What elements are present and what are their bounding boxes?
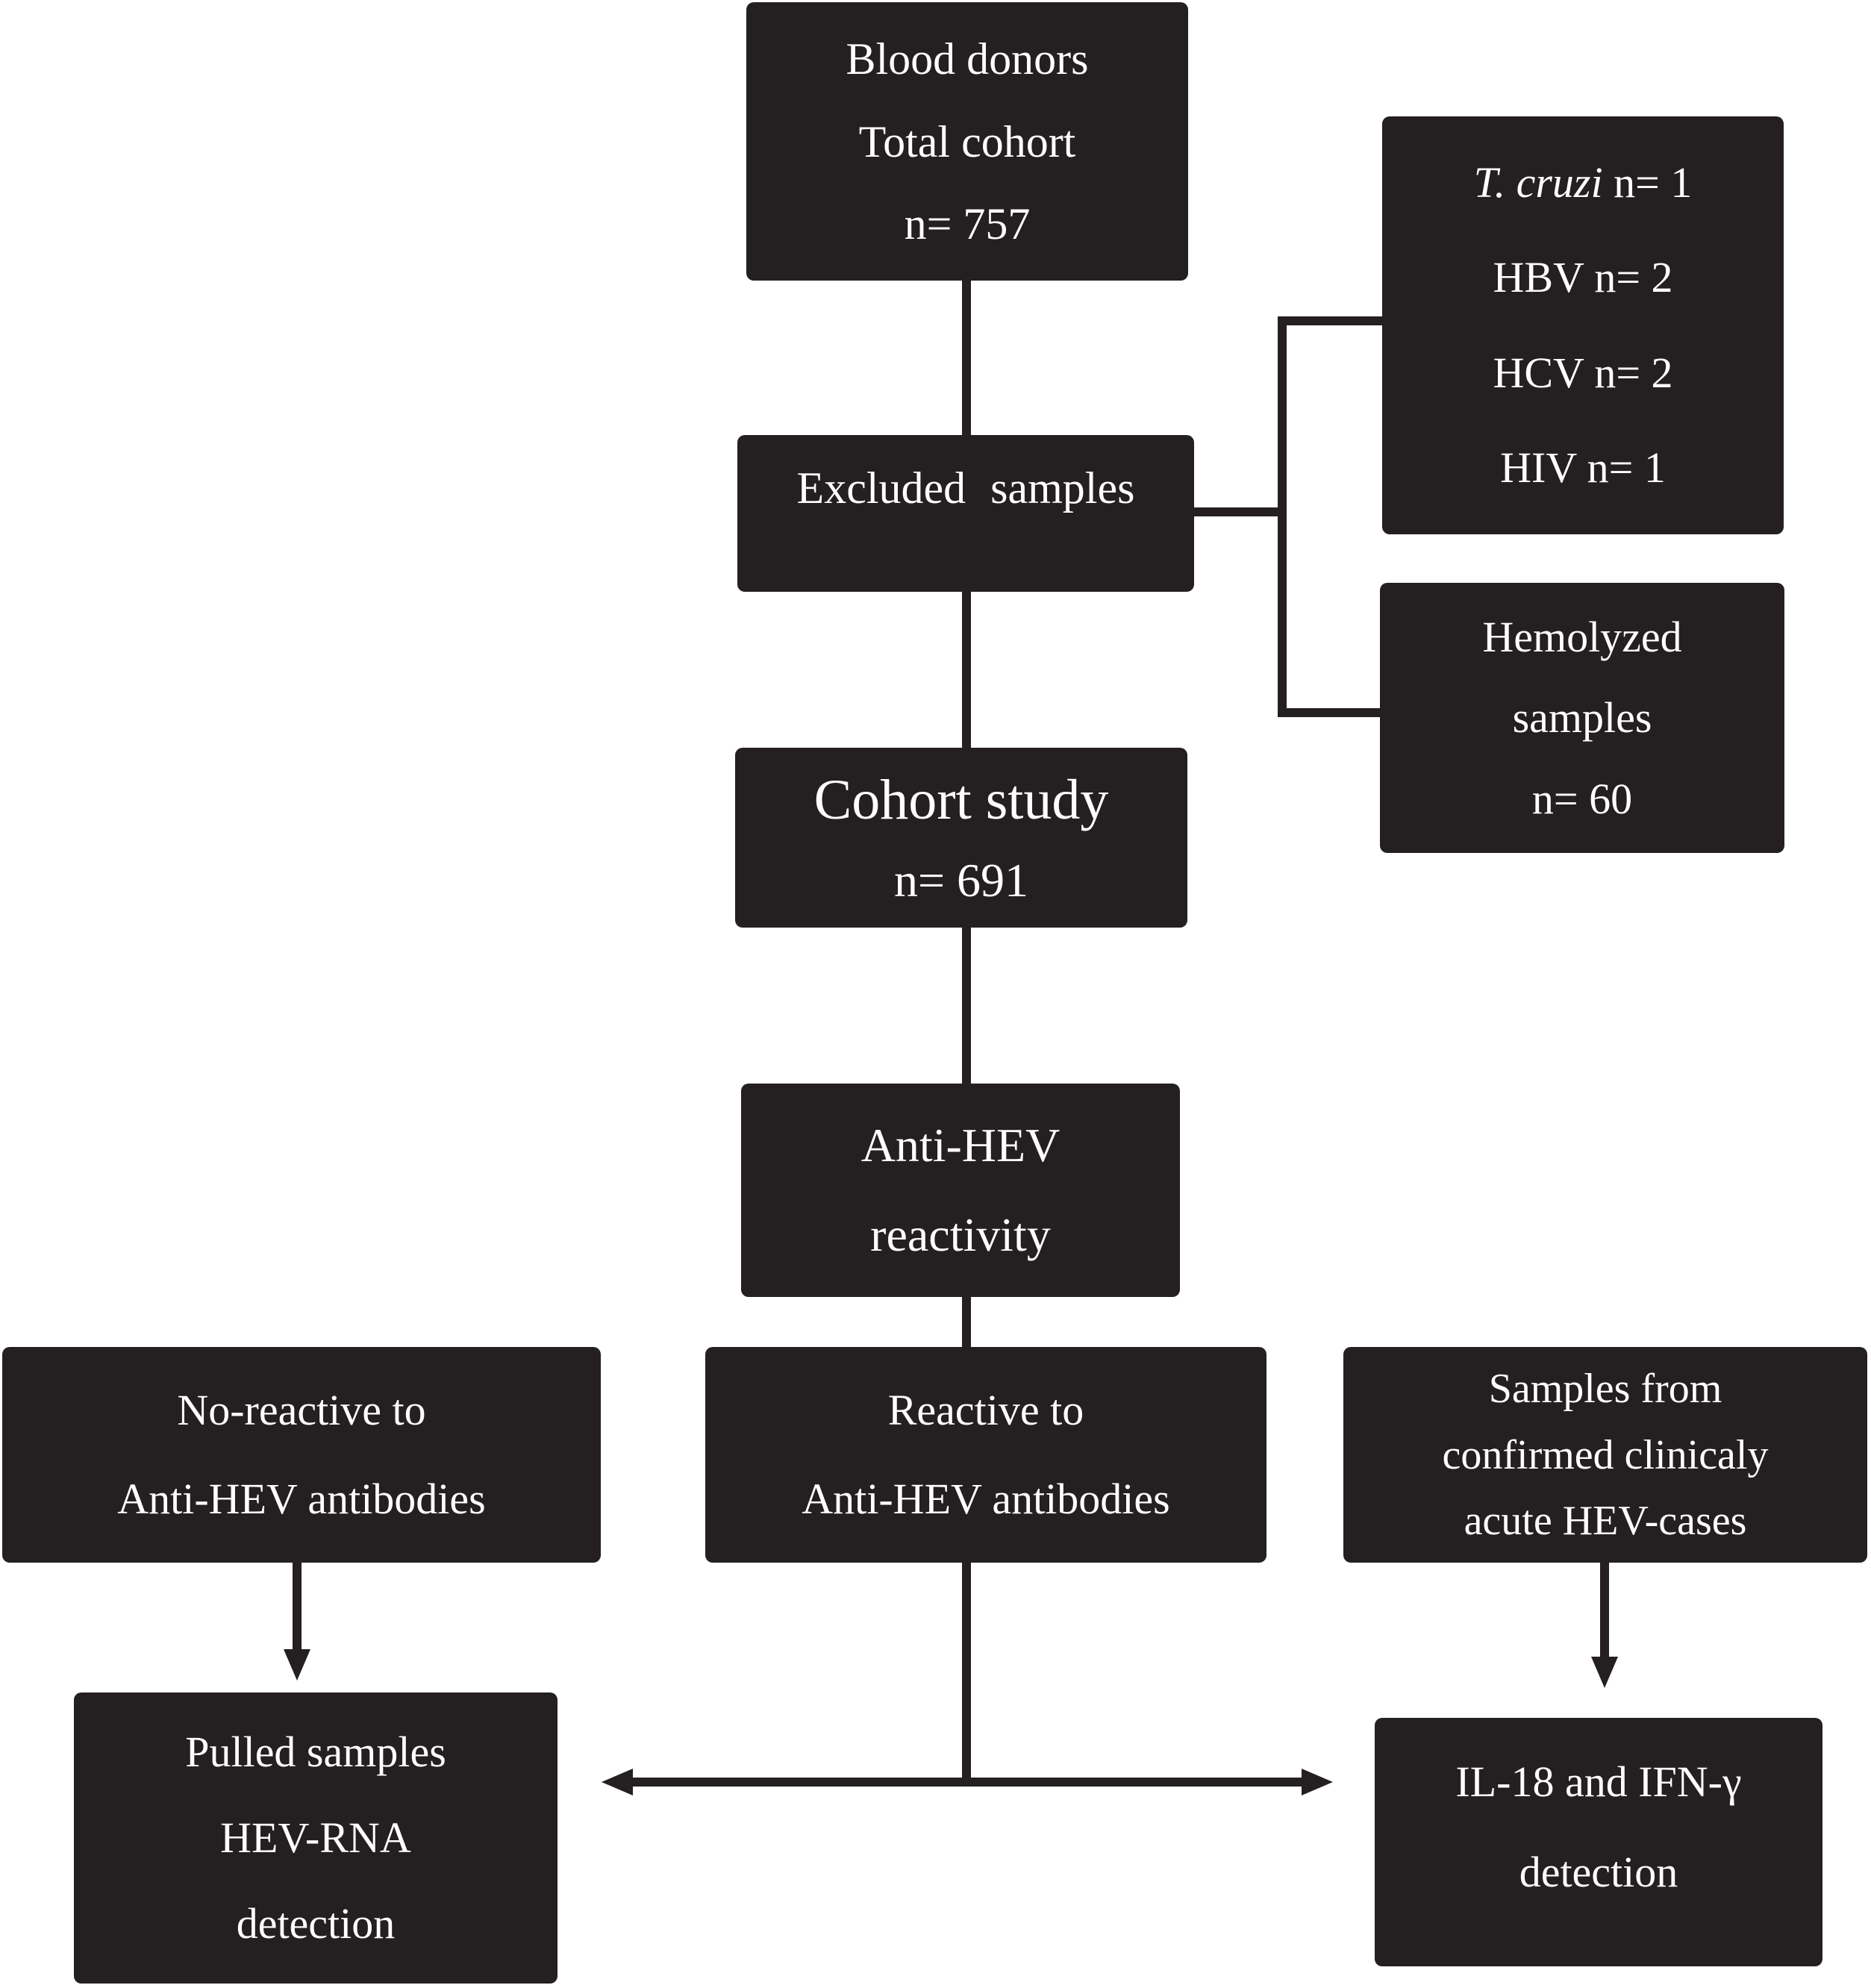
node-count: n= 691 bbox=[893, 853, 1029, 907]
connector-excluded-to-branch bbox=[1193, 507, 1287, 516]
node-line: Anti-HEV antibodies bbox=[117, 1475, 486, 1523]
node-line: HIV n= 1 bbox=[1500, 443, 1666, 493]
connector-reactive-to-crossbar bbox=[962, 1561, 971, 1785]
node-line: Anti-HEV bbox=[860, 1119, 1061, 1172]
node-line: IL-18 and IFN-γ bbox=[1455, 1757, 1742, 1806]
node-cohort-study: Cohort study n= 691 bbox=[735, 748, 1187, 928]
node-line: confirmed clinicaly bbox=[1442, 1431, 1769, 1478]
node-no-reactive: No-reactive to Anti-HEV antibodies bbox=[2, 1347, 601, 1563]
node-confirmed-acute-cases: Samples from confirmed clinicaly acute H… bbox=[1343, 1347, 1867, 1563]
arrowhead-down-icon bbox=[1591, 1657, 1618, 1688]
node-line: Blood donors bbox=[846, 34, 1089, 84]
arrowhead-right-icon bbox=[1302, 1769, 1333, 1795]
connector-blood-donors-to-excluded bbox=[962, 281, 971, 437]
node-pulled-samples-hev-rna: Pulled samples HEV-RNA detection bbox=[74, 1692, 557, 1984]
node-line: Excluded samples bbox=[796, 463, 1135, 513]
arrowhead-down-icon bbox=[284, 1649, 310, 1681]
node-line: reactivity bbox=[870, 1208, 1051, 1261]
node-line: samples bbox=[1512, 693, 1652, 742]
node-line: Anti-HEV antibodies bbox=[802, 1475, 1170, 1523]
node-line: acute HEV-cases bbox=[1464, 1497, 1747, 1544]
connector-excluded-to-cohort bbox=[962, 590, 971, 749]
node-line: n= 60 bbox=[1531, 774, 1633, 823]
connector-cohort-to-anti-hev bbox=[962, 926, 971, 1085]
connector-no-reactive-to-pulled bbox=[293, 1561, 302, 1652]
node-title: Cohort study bbox=[813, 769, 1109, 832]
node-line: Samples from bbox=[1488, 1366, 1722, 1413]
node-line: Hemolyzed bbox=[1482, 612, 1682, 661]
node-anti-hev-reactivity: Anti-HEV reactivity bbox=[741, 1084, 1180, 1297]
connector-anti-hev-to-reactive bbox=[962, 1295, 971, 1348]
node-line: detection bbox=[1519, 1848, 1678, 1896]
node-excluded-causes: T. cruzi n= 1 HBV n= 2 HCV n= 2 HIV n= 1 bbox=[1382, 116, 1784, 534]
t-cruzi-italic: T. cruzi bbox=[1473, 157, 1603, 207]
node-reactive: Reactive to Anti-HEV antibodies bbox=[705, 1347, 1266, 1563]
node-line: n= 757 bbox=[904, 199, 1031, 249]
node-line: HBV n= 2 bbox=[1493, 253, 1673, 302]
node-line: No-reactive to bbox=[177, 1386, 426, 1434]
arrowhead-left-icon bbox=[602, 1769, 633, 1795]
node-line: Total cohort bbox=[858, 116, 1076, 166]
node-excluded-samples: Excluded samples bbox=[737, 435, 1194, 592]
t-cruzi-count: n= 1 bbox=[1602, 157, 1693, 207]
connector-double-arrow-bar bbox=[631, 1778, 1303, 1787]
node-line: Pulled samples bbox=[185, 1728, 446, 1776]
node-line: HEV-RNA bbox=[220, 1813, 411, 1862]
connector-branch-to-t-cruzi bbox=[1278, 316, 1384, 325]
node-hemolyzed-samples: Hemolyzed samples n= 60 bbox=[1380, 583, 1784, 853]
node-il18-ifn-detection: IL-18 and IFN-γ detection bbox=[1375, 1718, 1822, 1966]
node-line: HCV n= 2 bbox=[1493, 348, 1673, 397]
connector-branch-trunk bbox=[1278, 316, 1287, 717]
node-line: detection bbox=[236, 1899, 396, 1948]
node-line: T. cruzi n= 1 bbox=[1474, 154, 1693, 212]
connector-branch-to-hemolyzed bbox=[1278, 708, 1381, 717]
node-blood-donors: Blood donors Total cohort n= 757 bbox=[746, 2, 1188, 281]
node-line: Reactive to bbox=[887, 1386, 1084, 1434]
connector-confirmed-to-il18 bbox=[1600, 1561, 1609, 1660]
